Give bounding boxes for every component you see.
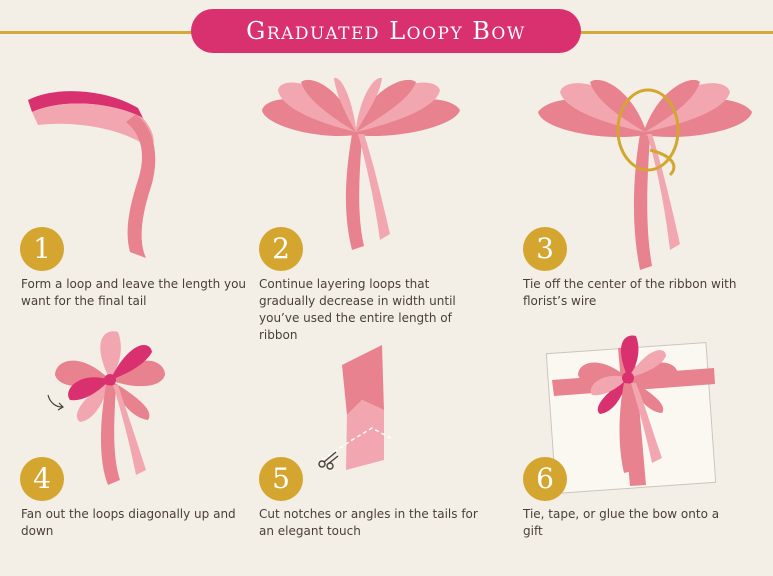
title-rule-left (0, 31, 200, 34)
step-3-tied-bow-illustration (538, 79, 752, 270)
step-1-badge: 1 (20, 227, 64, 271)
step-5-cut-tails-illustration (318, 345, 395, 470)
step-4-badge: 4 (20, 457, 64, 501)
step-6-badge: 6 (523, 457, 567, 501)
step-5-badge: 5 (259, 457, 303, 501)
step-2-layered-loops-illustration (262, 77, 460, 250)
step-6-bow-on-gift-illustration (545, 335, 717, 494)
page-title: Graduated Loopy Bow (246, 17, 526, 45)
step-4-caption: Fan out the loops diagonally up and down (21, 507, 236, 538)
step-1-caption: Form a loop and leave the length you wan… (21, 277, 247, 308)
title-rule-right (572, 31, 773, 34)
step-1-ribbon-loop-illustration (28, 91, 156, 258)
step-3-caption: Tie off the center of the ribbon with fl… (523, 277, 737, 308)
step-2-caption: Continue layering loops that gradually d… (259, 277, 456, 342)
title-banner (191, 9, 581, 53)
step-2-badge: 2 (259, 227, 303, 271)
step-5-caption: Cut notches or angles in the tails for a… (259, 507, 478, 538)
step-4-fanned-bow-illustration (47, 331, 165, 485)
step-6-caption: Tie, tape, or glue the bow onto a gift (523, 507, 720, 538)
step-3-badge: 3 (523, 227, 567, 271)
